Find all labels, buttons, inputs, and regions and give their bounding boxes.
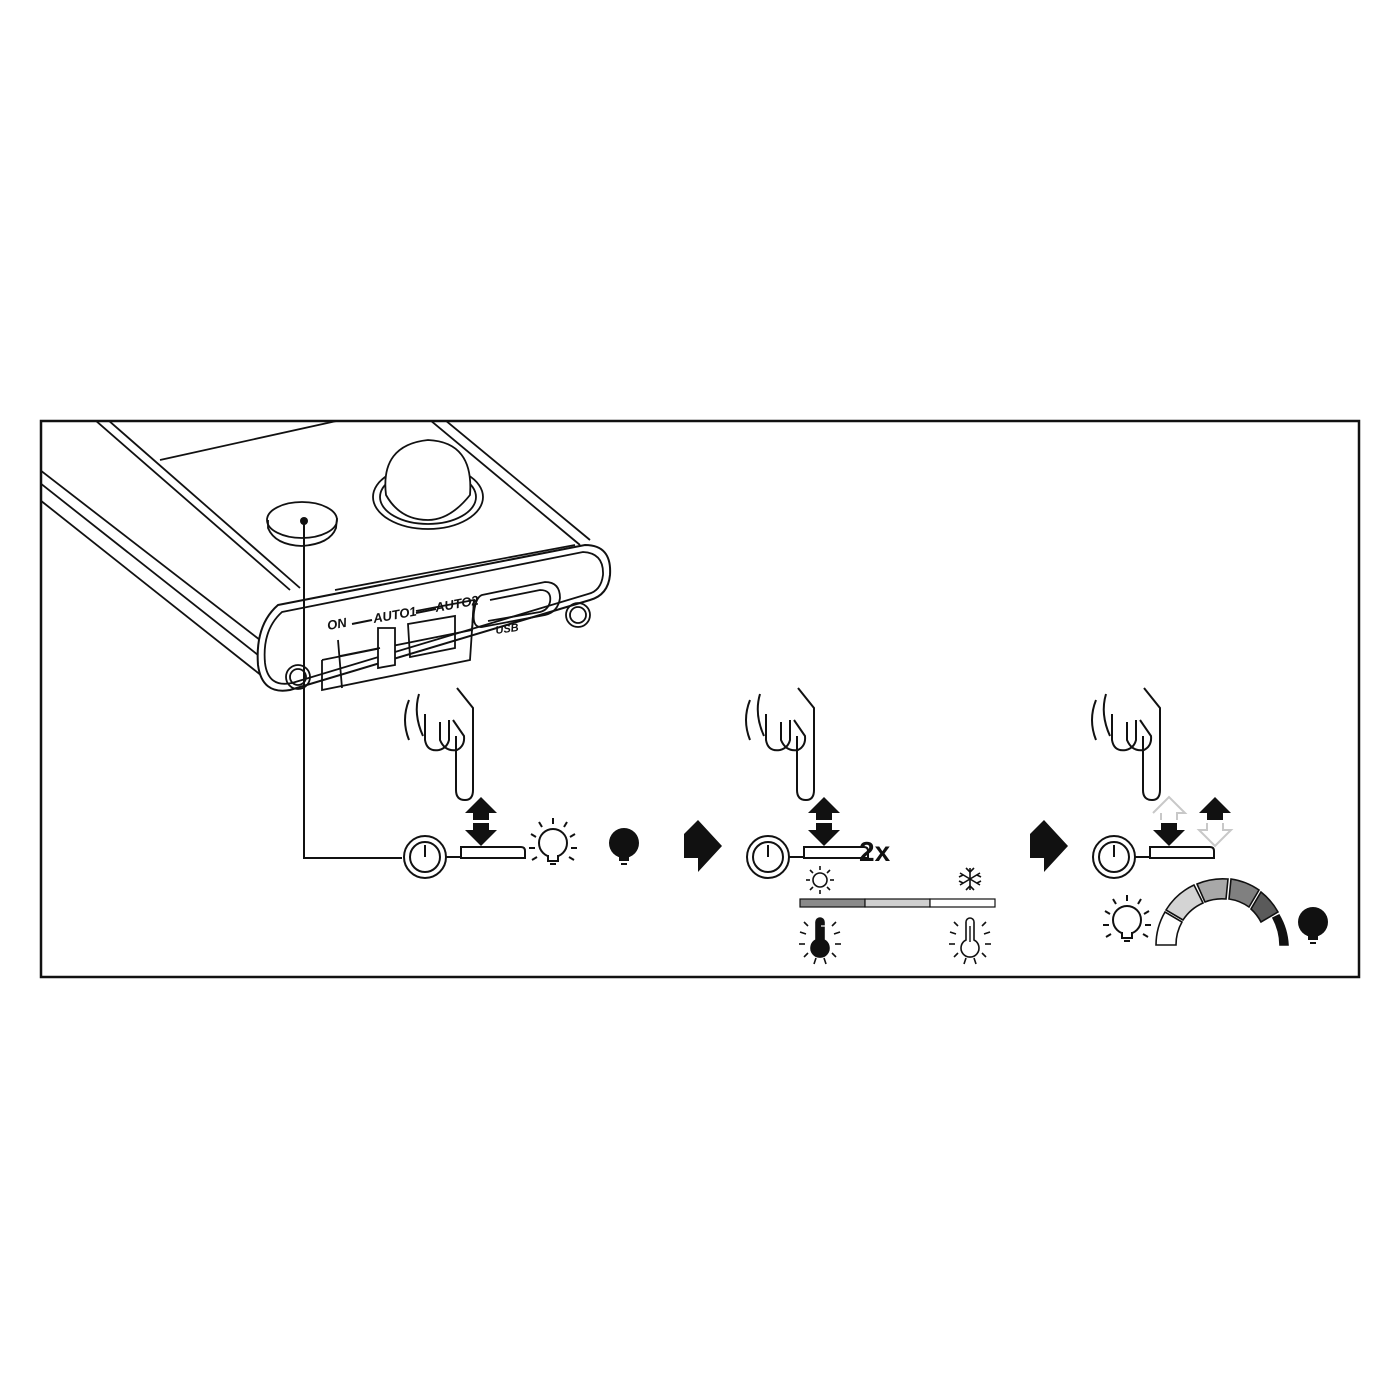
usb-label: USB	[495, 622, 520, 637]
light-bar-device	[41, 421, 612, 692]
brightness-gauge	[1155, 877, 1289, 946]
switch-label-on: ON	[326, 615, 348, 633]
repeat-count-label: 2x	[859, 836, 891, 867]
thermometer-warm-icon	[798, 917, 842, 965]
arrow-auto1-auto2-icon	[415, 608, 437, 614]
diagram-frame	[39, 419, 1361, 979]
color-temperature-scale	[799, 898, 996, 908]
step-3	[1091, 687, 1329, 946]
arrow-on-auto1-icon	[351, 619, 373, 625]
leader-line	[300, 517, 402, 859]
step-2: 2x	[745, 687, 996, 965]
thermometer-cold-icon	[948, 917, 992, 965]
